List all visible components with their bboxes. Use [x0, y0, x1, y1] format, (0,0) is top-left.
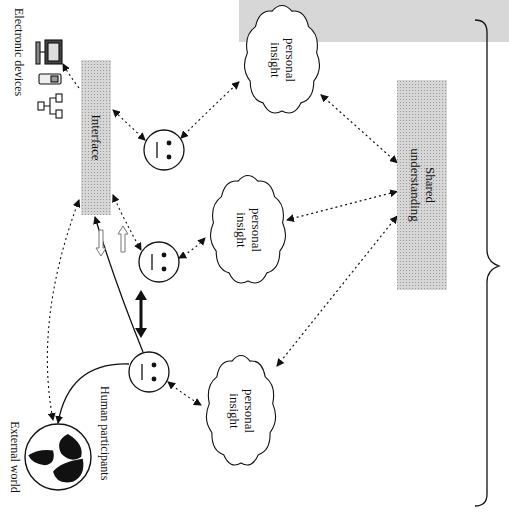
thought-cloud: personal insight [243, 5, 321, 115]
device-caption: Electronic devices [11, 8, 25, 96]
dotted-link [181, 82, 239, 138]
eye [167, 155, 171, 159]
device-icons [36, 40, 62, 118]
dotted-link [179, 238, 205, 258]
face [144, 130, 184, 170]
text-box: Interface [81, 60, 111, 215]
solid-link [95, 217, 143, 352]
arrow-shaft [140, 298, 143, 330]
globe-outline [25, 424, 91, 490]
dotted-link [47, 200, 79, 420]
mouth [156, 142, 157, 158]
network-node [56, 110, 62, 118]
cloud-shape [244, 6, 319, 113]
double-arrow [135, 290, 147, 338]
text-box: Shared understanding [397, 80, 447, 290]
monitor-screen [48, 43, 59, 61]
eye [162, 253, 166, 257]
dotted-link [113, 195, 141, 250]
node-text: personal insight [233, 195, 263, 265]
eye [152, 363, 156, 367]
dotted-link [63, 64, 79, 88]
keyboard-icon [36, 42, 40, 64]
cloud-shape [210, 176, 285, 283]
hollow-arrow [118, 226, 128, 252]
network-node [56, 94, 62, 102]
node-text: personal insight [267, 25, 297, 95]
eye [162, 267, 166, 271]
mouth [141, 364, 142, 380]
network-wires [44, 98, 56, 114]
continent [53, 459, 83, 483]
dotted-link [113, 110, 145, 140]
eye [167, 141, 171, 145]
participant-caption: Human participants [97, 386, 111, 480]
eye [152, 377, 156, 381]
node-text: personal insight [226, 375, 256, 447]
cloud-shape [206, 356, 275, 465]
globe-figure: External world [7, 405, 93, 509]
network-node [38, 102, 44, 110]
continent [59, 434, 82, 460]
node-text: External world [7, 405, 21, 509]
arrow-head [135, 290, 147, 300]
faces [129, 130, 184, 392]
monitor-stand [40, 51, 45, 52]
dotted-links [47, 64, 239, 420]
dotted-connector [287, 192, 397, 220]
brace [475, 20, 499, 506]
thought-cloud: personal insight [205, 355, 277, 467]
hollow-arrow [96, 230, 106, 256]
face [129, 352, 169, 392]
node-text: Shared understanding [407, 130, 437, 240]
face [139, 242, 179, 282]
phone-icon [39, 74, 61, 84]
continent [28, 450, 53, 465]
dotted-link [168, 382, 201, 405]
node-text: Interface [89, 114, 104, 160]
phone-screen [51, 76, 58, 82]
thought-cloud: personal insight [209, 175, 287, 285]
dotted-connector [321, 95, 397, 163]
dotted-connector [277, 216, 397, 366]
monitor-icon [45, 40, 62, 64]
hollow-arrows [96, 226, 128, 256]
solid-link [58, 364, 129, 423]
mouth [151, 254, 152, 270]
